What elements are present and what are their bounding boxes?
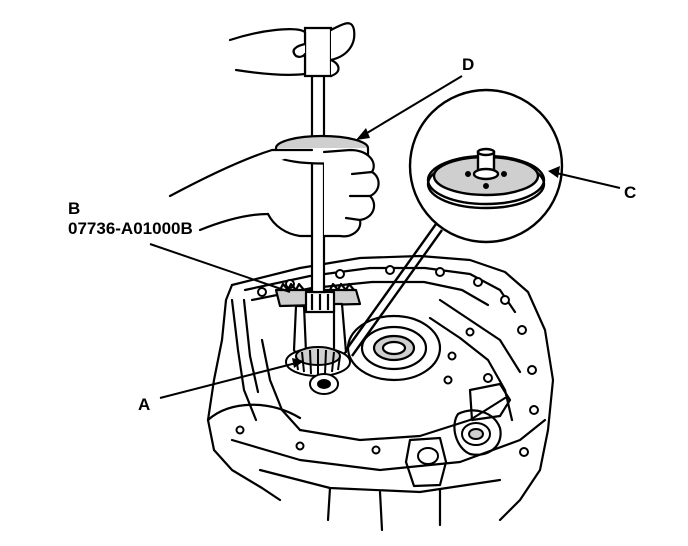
callout-label-b: B bbox=[68, 199, 80, 218]
leader-a bbox=[159, 361, 301, 399]
transmission-case bbox=[206, 254, 555, 532]
drain-boss bbox=[417, 422, 491, 465]
leader-d bbox=[361, 75, 463, 137]
callout-label-a: A bbox=[138, 395, 150, 414]
part-number-b: 07736-A01000B bbox=[68, 219, 193, 238]
case-bolt-holes bbox=[235, 265, 539, 457]
driver-rod bbox=[303, 26, 333, 294]
upper-hand bbox=[228, 22, 356, 78]
arrowheads bbox=[292, 128, 560, 368]
callout-label-c: C bbox=[624, 183, 636, 202]
leader-c bbox=[551, 171, 621, 189]
detail-inset-c bbox=[345, 88, 564, 357]
leader-b bbox=[149, 243, 291, 293]
callout-label-d: D bbox=[462, 55, 474, 74]
arrowhead-d bbox=[356, 128, 370, 140]
bearing-bore bbox=[346, 314, 442, 382]
bearing-a bbox=[285, 346, 351, 395]
arrowhead-c bbox=[548, 166, 560, 178]
arrowhead-a bbox=[292, 358, 304, 368]
lower-hand bbox=[168, 148, 380, 238]
leader-lines bbox=[149, 75, 621, 399]
